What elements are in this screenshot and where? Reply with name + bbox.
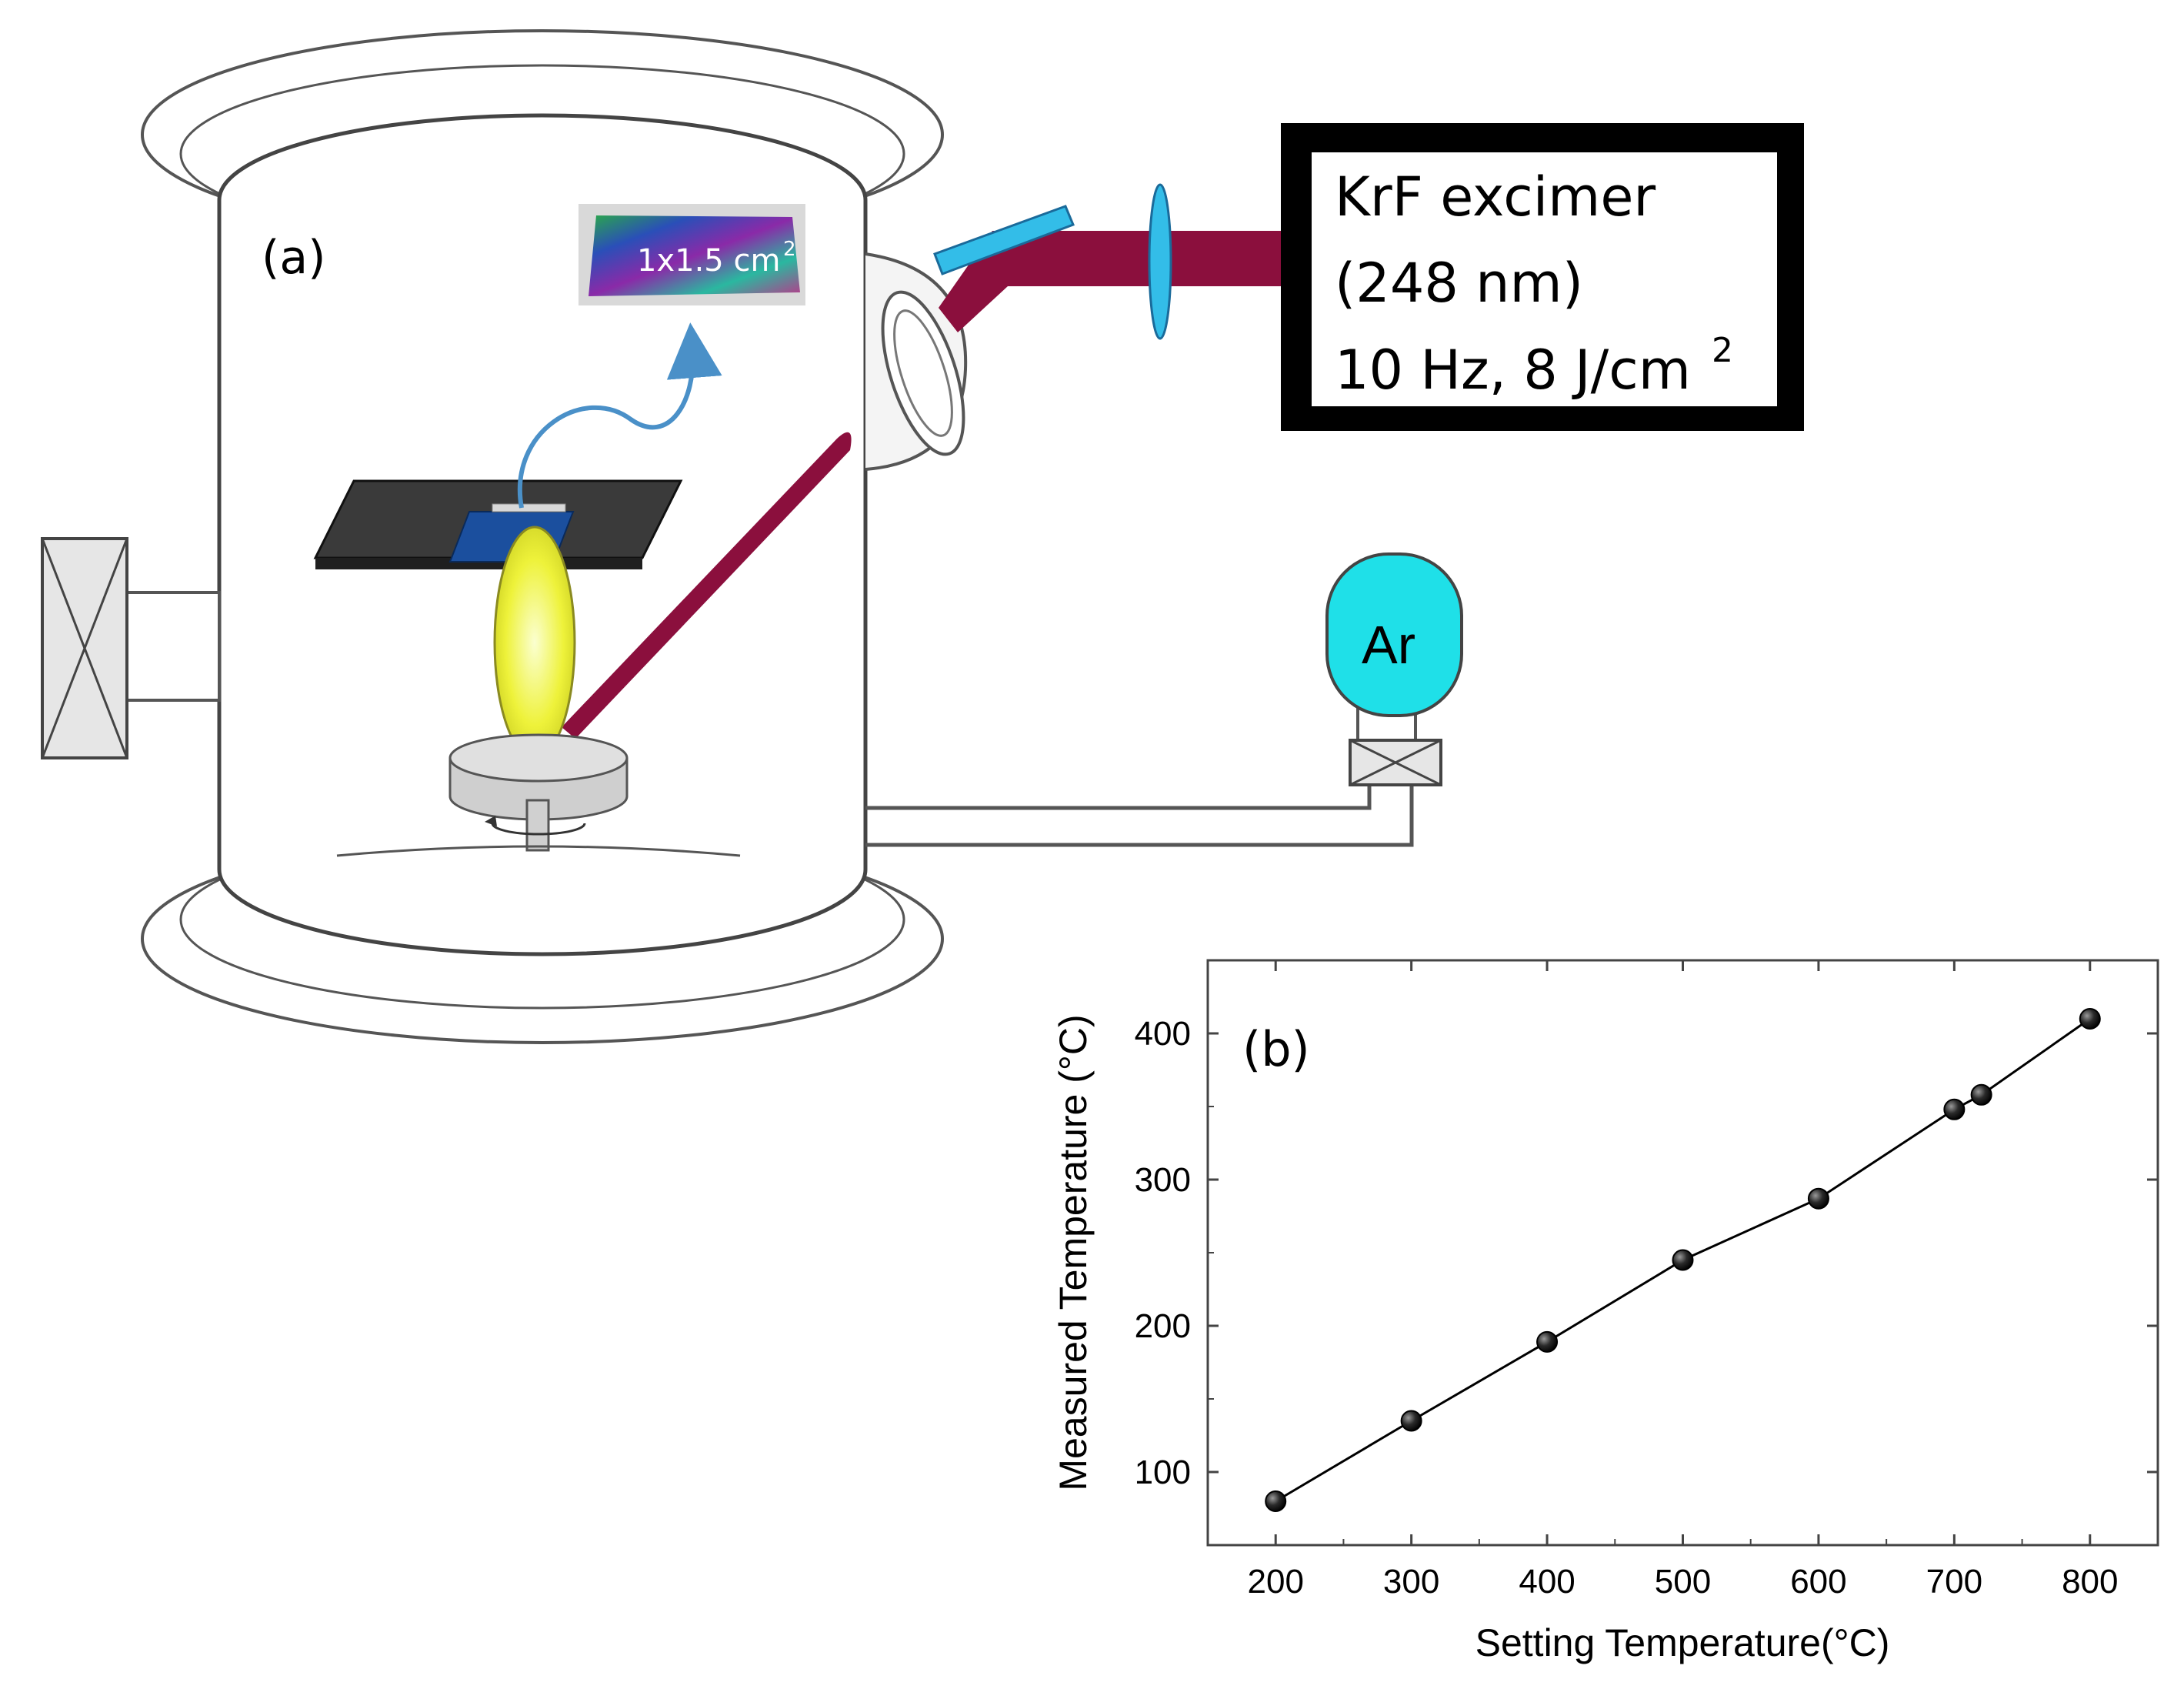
- ar-cylinder: [1325, 552, 1463, 717]
- gas-label: Ar: [1362, 615, 1415, 675]
- data-point: [2079, 1008, 2101, 1030]
- x-tick-label: 600: [1790, 1563, 1846, 1601]
- laser-params-label: 10 Hz, 8 J/cm: [1335, 339, 1691, 402]
- mirror: [933, 205, 1075, 275]
- laser-beam: [939, 231, 1281, 332]
- laser-beam-group: [562, 183, 1281, 739]
- plasma-plume: [493, 526, 576, 759]
- laser-wavelength-label: (248 nm): [1335, 252, 1583, 315]
- data-point: [1672, 1249, 1694, 1271]
- x-tick-label: 300: [1383, 1563, 1439, 1601]
- data-point: [1400, 1410, 1422, 1432]
- laser-type-label: KrF excimer: [1335, 165, 1656, 229]
- y-tick-label: 100: [1135, 1454, 1191, 1491]
- substrate-holder: [313, 479, 683, 569]
- data-point: [1970, 1083, 1992, 1106]
- panel-b-label: (b): [1242, 1021, 1310, 1077]
- laser-params-sup: 2: [1712, 331, 1733, 370]
- y-tick-label: 200: [1135, 1307, 1191, 1345]
- sample-size-sup: 2: [783, 238, 796, 261]
- data-point: [1536, 1330, 1559, 1353]
- x-tick-label: 700: [1926, 1563, 1982, 1601]
- sample-size-label: 1x1.5 cm: [637, 243, 780, 279]
- laser-source-box: KrF excimer (248 nm) 10 Hz, 8 J/cm 2: [1281, 123, 1804, 431]
- gas-supply: Ar: [865, 552, 1463, 847]
- data-point: [1265, 1490, 1287, 1512]
- panel-a-label: (a): [262, 231, 326, 285]
- laser-beam-inside: [562, 432, 852, 739]
- target-carousel: [336, 733, 741, 857]
- data-point: [1943, 1098, 1966, 1120]
- y-axis-title: Measured Temperature (°C): [1052, 1014, 1095, 1490]
- focusing-lens: [1148, 183, 1172, 340]
- y-tick-label: 400: [1135, 1015, 1191, 1053]
- y-tick-label: 300: [1135, 1161, 1191, 1199]
- x-tick-label: 800: [2062, 1563, 2118, 1601]
- x-tick-label: 200: [1248, 1563, 1304, 1601]
- temperature-chart: 200 300 400 500 600 700 800 100 200 300 400 (b) Se…: [1052, 959, 2159, 1664]
- data-point: [1807, 1187, 1829, 1210]
- x-tick-label: 400: [1519, 1563, 1575, 1601]
- gas-line: [865, 777, 1372, 810]
- chamber-top-rim: [218, 114, 867, 201]
- sample-photo-inset: 1x1.5 cm 2: [579, 204, 805, 305]
- left-gate-valve: [41, 537, 221, 759]
- x-axis-title: Setting Temperature(°C): [1475, 1621, 1890, 1664]
- sample-arrow: [518, 322, 722, 509]
- x-tick-label: 500: [1655, 1563, 1711, 1601]
